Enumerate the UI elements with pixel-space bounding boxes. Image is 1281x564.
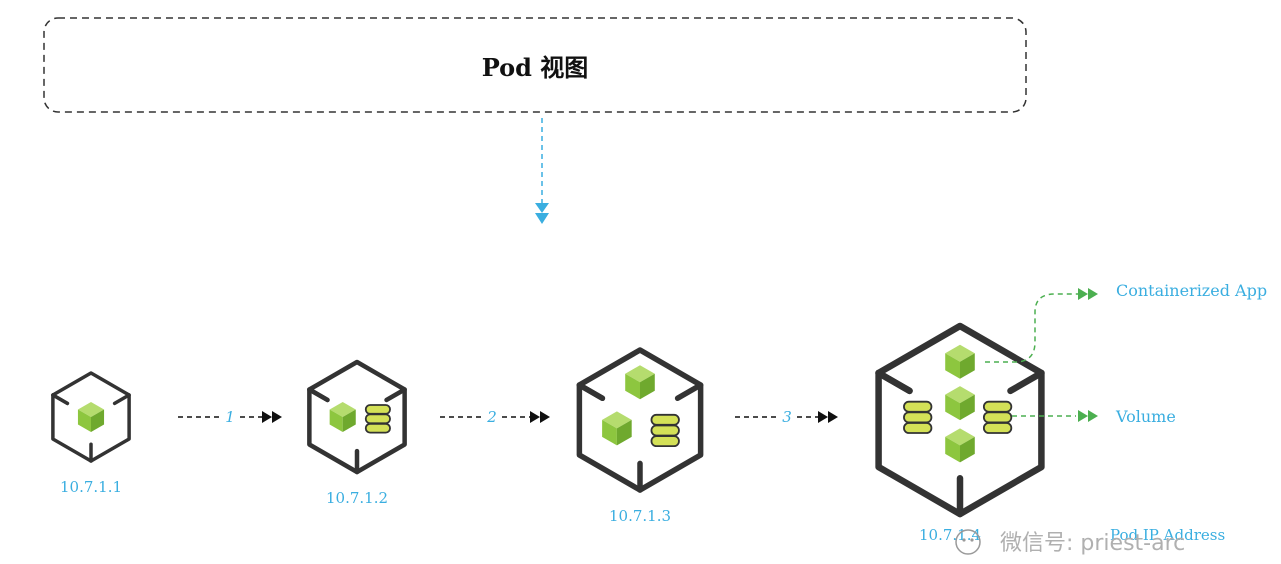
page-title: Pod 视图 — [482, 53, 589, 82]
containerized-app-label: Containerized App — [1116, 281, 1267, 300]
pod-node-4: 10.7.1.4 — [875, 322, 1045, 544]
step-number: 3 — [782, 408, 792, 426]
step-arrow-3: 3 — [735, 408, 838, 426]
container-icon — [945, 386, 975, 421]
container-icon — [625, 365, 655, 400]
pod-node-1: 10.7.1.1 — [51, 371, 131, 496]
database-icon — [982, 400, 1013, 434]
database-icon — [364, 404, 391, 434]
volume-label: Volume — [1115, 407, 1176, 426]
step-number: 1 — [225, 408, 235, 426]
container-icon — [77, 402, 105, 432]
pod-ip-label: 10.7.1.2 — [326, 489, 388, 507]
container-icon — [945, 344, 975, 379]
container-icon — [602, 411, 632, 446]
double-arrow-icon — [1078, 288, 1098, 300]
container-icon — [945, 428, 975, 463]
pod-ip-label: 10.7.1.1 — [60, 478, 122, 496]
wechat-icon — [955, 529, 981, 555]
volume-callout: Volume — [1012, 407, 1176, 426]
step-arrow-1: 1 — [178, 408, 282, 426]
title-connector-arrow — [535, 118, 549, 224]
pod-ip-label: 10.7.1.3 — [609, 507, 671, 525]
watermark: 微信号: priest-arc — [955, 529, 1185, 556]
title-box — [43, 17, 1027, 113]
database-icon — [903, 400, 933, 434]
double-arrow-icon — [262, 411, 282, 423]
pod-node-3: 10.7.1.3 — [576, 347, 704, 525]
containerized-app-callout: Containerized App — [985, 281, 1267, 363]
pod-node-2: 10.7.1.2 — [307, 359, 407, 507]
container-icon — [329, 402, 356, 432]
watermark-text: 微信号: priest-arc — [1000, 531, 1185, 556]
double-arrow-icon — [1078, 410, 1098, 422]
double-arrow-icon — [530, 411, 550, 423]
step-arrow-2: 2 — [440, 408, 550, 426]
double-arrow-icon — [818, 411, 838, 423]
step-number: 2 — [486, 408, 497, 426]
database-icon — [650, 413, 680, 448]
pod-ip-address-label: Pod IP Address — [1110, 526, 1225, 544]
